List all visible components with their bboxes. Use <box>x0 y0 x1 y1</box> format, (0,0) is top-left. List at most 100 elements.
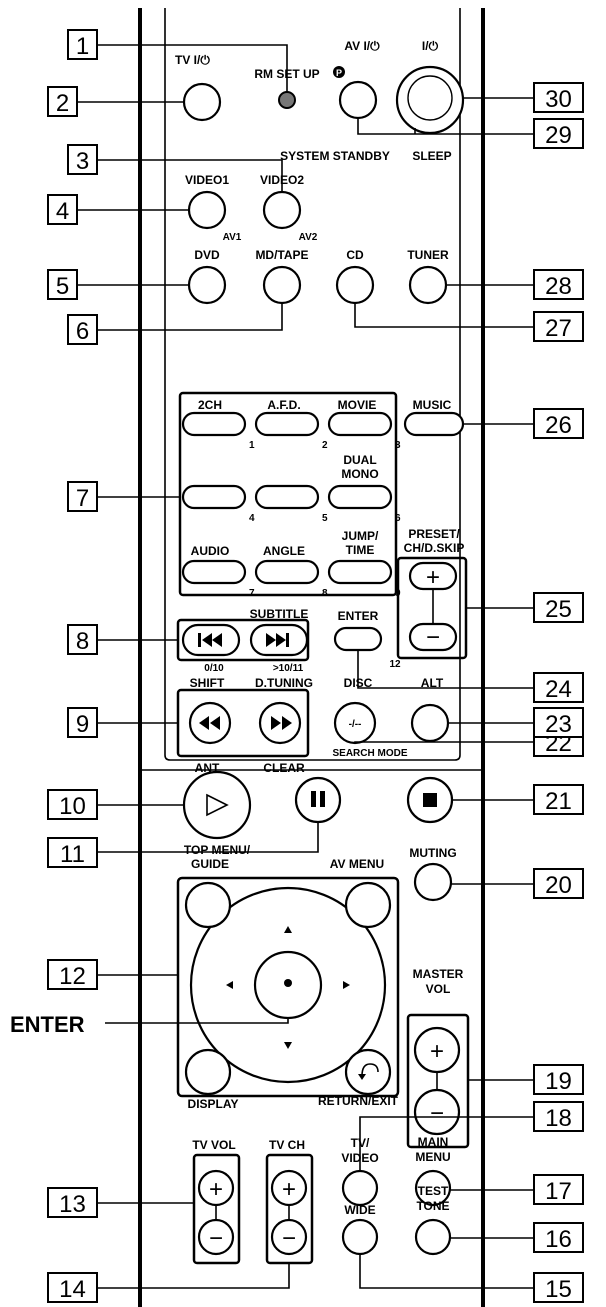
button-symbols: -/-- <box>198 633 438 1220</box>
svg-text:-/--: -/-- <box>349 719 362 730</box>
label-md-tape: MD/TAPE <box>255 248 308 262</box>
callout-number: 6 <box>76 318 89 345</box>
leader-lines <box>76 44 534 1289</box>
callout-box <box>47 269 78 300</box>
key-4-button[interactable] <box>181 484 247 510</box>
angle-button[interactable] <box>254 559 320 585</box>
2ch-button[interactable] <box>181 411 247 437</box>
stop-icon <box>423 793 437 807</box>
label-n1: 1 <box>249 440 255 451</box>
callout-box <box>533 118 584 149</box>
callout-box <box>67 314 98 345</box>
key-5-button[interactable] <box>254 484 320 510</box>
callout-number: 21 <box>545 788 572 815</box>
label-return-exit: RETURN/EXIT <box>318 1094 399 1108</box>
return-exit-button[interactable] <box>344 1048 392 1096</box>
preset-minus-label: − <box>426 624 440 651</box>
dvd-button[interactable] <box>187 265 227 305</box>
label-tone: TONE <box>416 1199 449 1213</box>
callout-number: 16 <box>545 1226 572 1253</box>
callout-box <box>533 1174 584 1205</box>
muting-button[interactable] <box>413 862 453 902</box>
cd-button[interactable] <box>335 265 375 305</box>
callout-number: 18 <box>545 1105 572 1132</box>
callout-10: 10 <box>47 789 98 820</box>
callout-box <box>533 784 584 815</box>
label-dvd: DVD <box>194 248 220 262</box>
callout-23: 23 <box>533 707 584 738</box>
label-enter-btn: ENTER <box>338 609 379 623</box>
music-button[interactable] <box>403 411 465 437</box>
callout-30: 30 <box>533 82 584 113</box>
callout-box <box>533 672 584 703</box>
display-button[interactable] <box>184 1048 232 1096</box>
callout-box <box>47 789 98 820</box>
alt-button[interactable] <box>410 703 450 743</box>
tv-video-button[interactable] <box>341 1169 379 1207</box>
callout-21: 21 <box>533 784 584 815</box>
callout-27: 27 <box>533 311 584 342</box>
label-n6: 6 <box>395 513 401 524</box>
callout-29: 29 <box>533 118 584 149</box>
callout-box <box>67 707 98 738</box>
callout-box <box>533 868 584 899</box>
pause-button[interactable] <box>294 776 342 824</box>
label-main: MAIN <box>418 1135 449 1149</box>
callout-box <box>533 82 584 113</box>
callout-15: 15 <box>533 1272 584 1303</box>
arrow-up-icon <box>284 926 292 933</box>
callout-box <box>533 311 584 342</box>
callout-26: 26 <box>533 408 584 439</box>
tv-power-button[interactable] <box>182 82 222 122</box>
label-0-10: 0/10 <box>204 663 224 674</box>
callout-box <box>67 29 98 60</box>
callout-17: 17 <box>533 1174 584 1205</box>
video2-button[interactable] <box>262 190 302 230</box>
wide-button[interactable] <box>341 1218 379 1256</box>
top-menu-button[interactable] <box>184 881 232 929</box>
jump-time-button[interactable] <box>327 559 393 585</box>
av-power-button[interactable] <box>338 80 378 120</box>
label-test: TEST <box>418 1184 449 1198</box>
label-dual: DUAL <box>343 453 376 467</box>
tv-vol-minus-label: − <box>209 1225 223 1252</box>
test-tone-button[interactable] <box>414 1218 452 1256</box>
audio-button[interactable] <box>181 559 247 585</box>
afd-button[interactable] <box>254 411 320 437</box>
callout-19: 19 <box>533 1064 584 1095</box>
label-n4: 4 <box>249 513 255 524</box>
rm-set-up-button[interactable] <box>278 91 296 109</box>
label-power: I/⏻ <box>422 39 439 53</box>
callout-box <box>47 1272 98 1303</box>
label-display: DISPLAY <box>188 1097 239 1111</box>
enter-small-button[interactable] <box>333 626 383 652</box>
main-menu-button[interactable] <box>414 1169 452 1207</box>
label-mono: MONO <box>341 467 378 481</box>
callout-24: 24 <box>533 672 584 703</box>
label-dtuning: D.TUNING <box>255 676 313 690</box>
key-6-button[interactable] <box>327 484 393 510</box>
tv-ch-minus-label: − <box>282 1225 296 1252</box>
md-tape-button[interactable] <box>262 265 302 305</box>
arrow-down-icon <box>284 1042 292 1049</box>
video1-button[interactable] <box>187 190 227 230</box>
movie-button[interactable] <box>327 411 393 437</box>
callout-number: 5 <box>56 273 69 300</box>
av-menu-button[interactable] <box>344 881 392 929</box>
callout-number: 20 <box>545 872 572 899</box>
label-subtitle: SUBTITLE <box>250 607 309 621</box>
enter-dot-icon <box>284 979 292 987</box>
callout-number: 7 <box>76 485 89 512</box>
callout-28: 28 <box>533 269 584 300</box>
label-time: TIME <box>346 543 375 557</box>
label-clear: CLEAR <box>263 761 305 775</box>
master-plus-label: + <box>430 1038 444 1065</box>
label-n3: 3 <box>395 440 401 451</box>
tuner-button[interactable] <box>408 265 448 305</box>
label-2ch: 2CH <box>198 398 222 412</box>
ffwd-icon <box>271 716 292 730</box>
group-frames <box>176 391 470 1265</box>
label-afd: A.F.D. <box>267 398 300 412</box>
